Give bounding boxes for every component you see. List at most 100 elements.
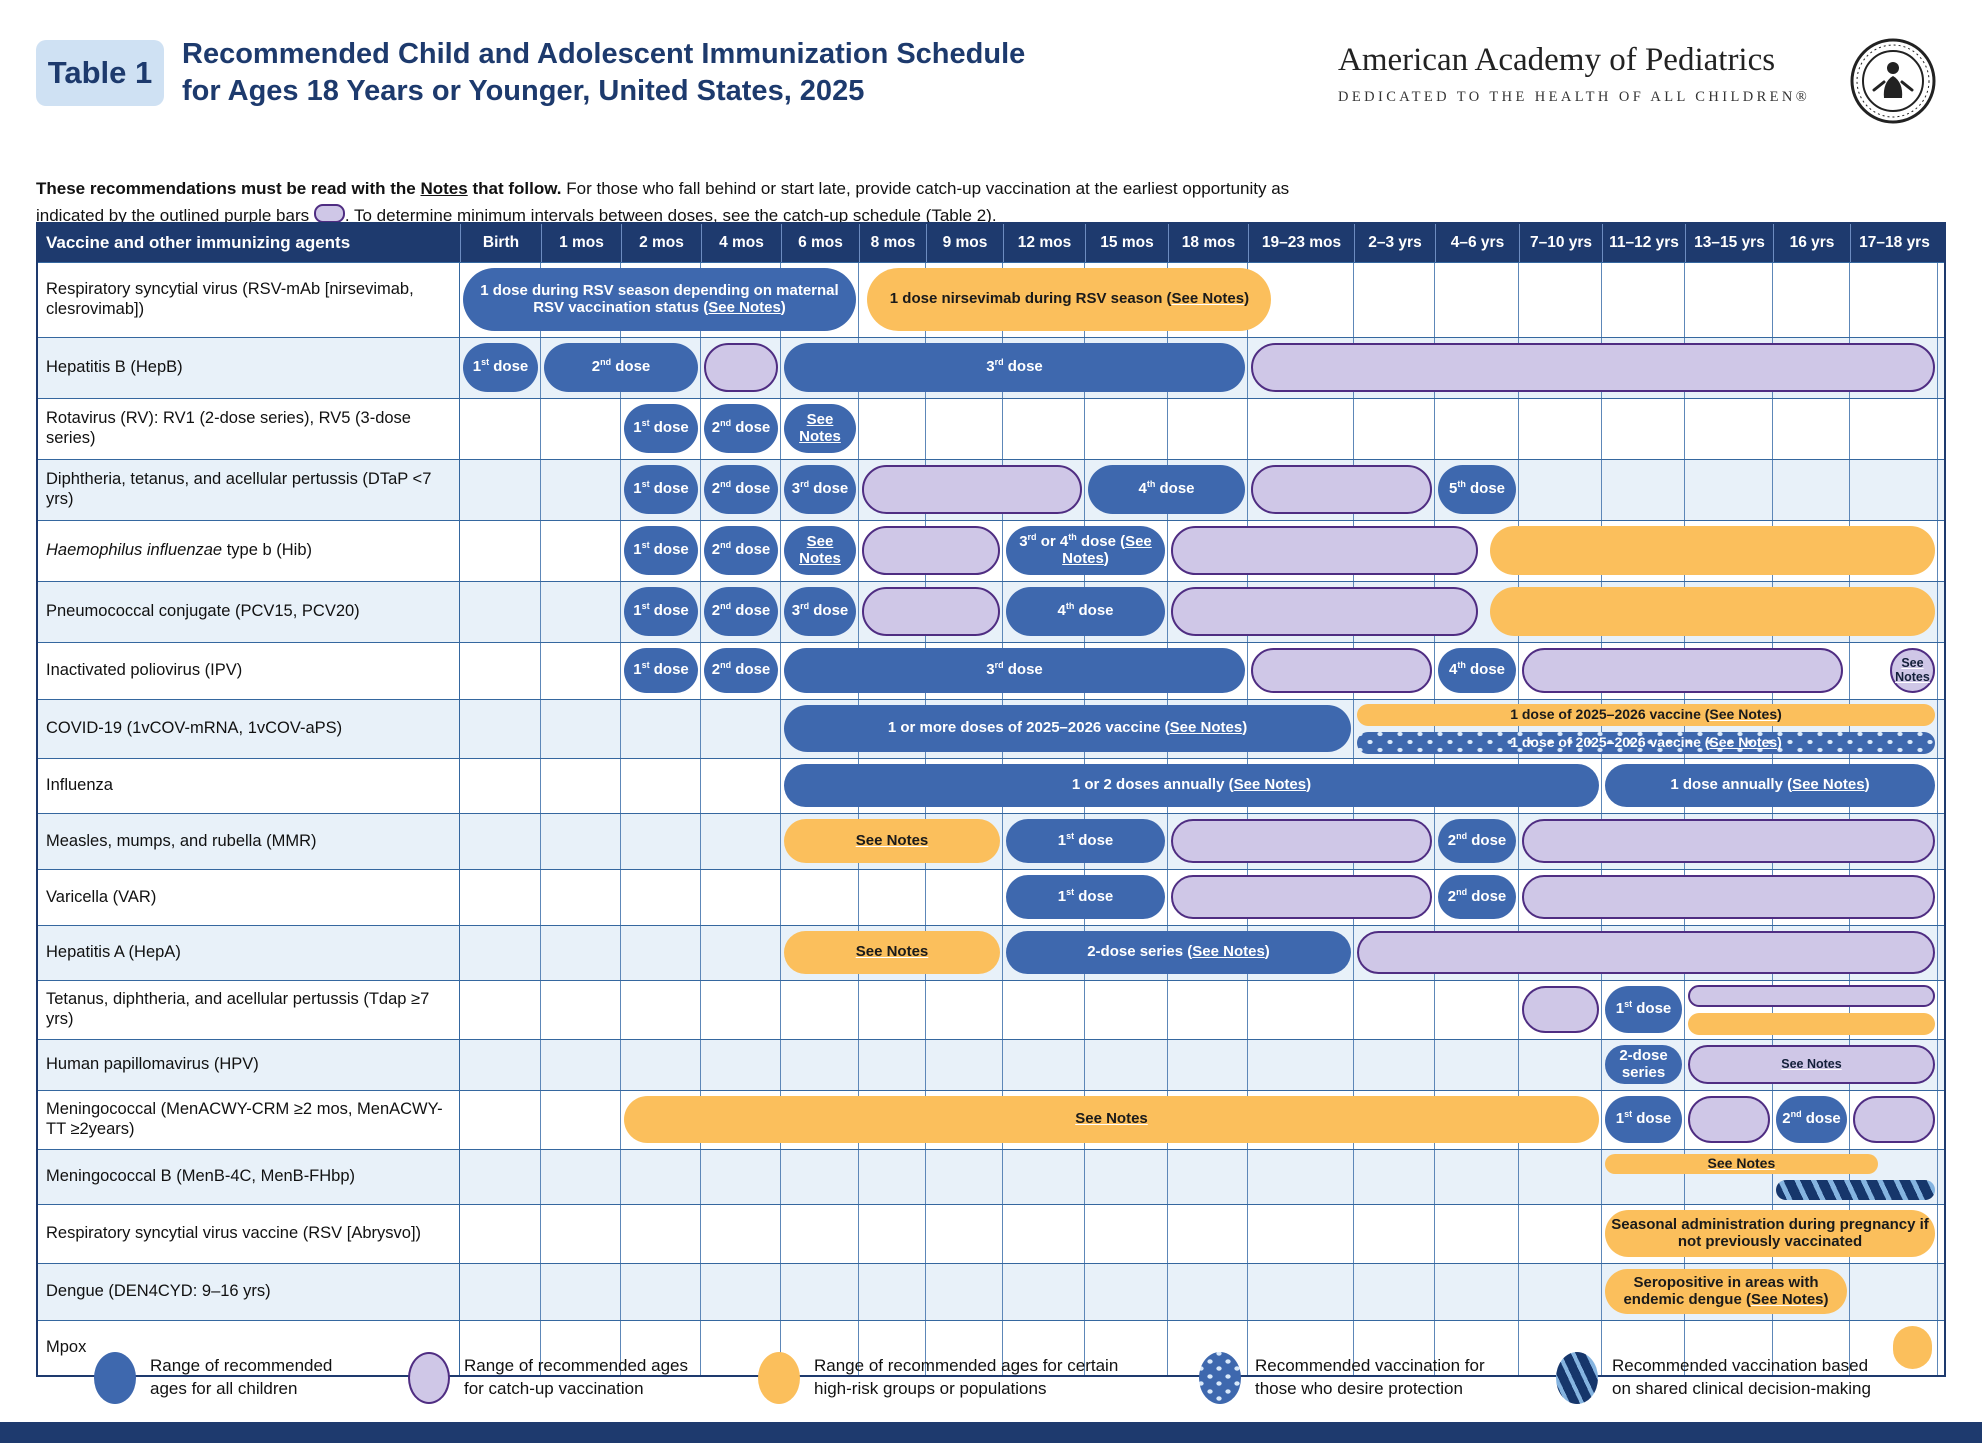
grid-cell — [1003, 1205, 1085, 1263]
text-segment: See Notes — [1075, 1110, 1148, 1128]
column-header-age-16-yrs: 16 yrs — [1773, 224, 1850, 262]
grid-cell — [781, 582, 859, 642]
grid-cell — [1850, 981, 1938, 1039]
aap-tagline: DEDICATED TO THE HEALTH OF ALL CHILDREN® — [1338, 89, 1811, 105]
grid-cell — [926, 1321, 1003, 1375]
grid-cell — [1435, 870, 1519, 925]
grid-cell — [460, 870, 541, 925]
grid-cell — [781, 1321, 859, 1375]
grid-cell — [1850, 700, 1938, 758]
grid-cell — [1168, 1150, 1248, 1204]
row-label-menacwy: Meningococcal (MenACWY-CRM ≥2 mos, MenAC… — [38, 1091, 460, 1149]
text-segment: See Notes — [799, 411, 841, 445]
grid-cell — [1168, 1040, 1248, 1090]
grid-cell — [621, 981, 701, 1039]
row-label-tdap: Tetanus, diphtheria, and acellular pertu… — [38, 981, 460, 1039]
catchup-bar — [1251, 648, 1432, 693]
grid-cell — [859, 981, 926, 1039]
grid-cell — [1354, 1150, 1435, 1204]
grid-cell — [1354, 814, 1435, 869]
dose-bar: 1st dose — [624, 587, 698, 636]
grid-cell — [1685, 263, 1773, 337]
grid-cell — [701, 1150, 781, 1204]
column-header-age-15-mos: 15 mos — [1085, 224, 1168, 262]
text-segment: dose — [1074, 887, 1114, 905]
legend-text-line: Recommended vaccination based — [1612, 1356, 1869, 1376]
text-segment: 1 — [1057, 831, 1067, 849]
grid-cell — [1850, 814, 1938, 869]
text-segment: Diphtheria, tetanus, and acellular pertu… — [46, 470, 432, 508]
text-segment: . To determine minimum intervals between… — [344, 206, 932, 226]
row-label-rotavirus: Rotavirus (RV): RV1 (2-dose series), RV5… — [38, 399, 460, 459]
grid-cell — [781, 1264, 859, 1320]
grid-cell — [460, 460, 541, 520]
text-segment: dose — [1465, 661, 1506, 679]
grid-cell — [781, 1040, 859, 1090]
text-segment: 1 — [472, 358, 482, 376]
text-segment: See Notes — [1171, 290, 1245, 308]
text-segment: ) — [1103, 549, 1109, 567]
column-header-age-11-12-yrs: 11–12 yrs — [1602, 224, 1685, 262]
grid-cell — [1168, 981, 1248, 1039]
text-segment: COVID-19 (1vCOV-mRNA, 1vCOV-aPS) — [46, 719, 343, 738]
grid-cell — [1003, 1150, 1085, 1204]
text-segment: Inactivated poliovirus (IPV) — [46, 661, 243, 680]
grid-cell — [460, 981, 541, 1039]
text-segment: Varicella (VAR) — [46, 887, 157, 906]
grid-cell — [460, 1264, 541, 1320]
grid-cell — [781, 1205, 859, 1263]
grid-cell — [781, 399, 859, 459]
grid-cell — [1850, 1150, 1938, 1204]
row-label-rsv-pregnancy: Respiratory syncytial virus vaccine (RSV… — [38, 1205, 460, 1263]
grid-cell — [460, 582, 541, 642]
text-segment: dose — [731, 419, 771, 437]
row-label-menb: Meningococcal B (MenB-4C, MenB-FHbp) — [38, 1150, 460, 1204]
dose-bar — [1688, 1013, 1935, 1035]
row-rsv-mab: Respiratory syncytial virus (RSV-mAb [ni… — [38, 262, 1944, 337]
grid-cell — [1435, 814, 1519, 869]
grid-cell — [621, 521, 701, 581]
column-header-age-birth: Birth — [460, 224, 541, 262]
grid-cell — [1354, 981, 1435, 1039]
legend-swatch-hatched-icon — [1556, 1352, 1598, 1404]
grid-cell — [1685, 1150, 1773, 1204]
row-label-hib: Haemophilus influenzae type b (Hib) — [38, 521, 460, 581]
row-rotavirus: Rotavirus (RV): RV1 (2-dose series), RV5… — [38, 398, 1944, 459]
column-header-age-19-23-mos: 19–23 mos — [1248, 224, 1354, 262]
grid-cell — [859, 1040, 926, 1090]
catchup-bar — [1522, 986, 1599, 1033]
dose-bar: See Notes — [784, 819, 1000, 863]
text-segment: 4 — [1448, 661, 1458, 679]
dose-bar: 1 or 2 doses annually (See Notes) — [784, 764, 1599, 807]
row-label-dengue: Dengue (DEN4CYD: 9–16 yrs) — [38, 1264, 460, 1320]
grid-cell — [1248, 1205, 1354, 1263]
grid-cell — [1354, 1321, 1435, 1375]
text-segment: st — [641, 418, 650, 429]
text-segment: Tetanus, diphtheria, and acellular pertu… — [46, 990, 430, 1028]
text-segment: st — [1066, 830, 1075, 841]
catchup-bar — [1688, 985, 1935, 1007]
grid-cell — [1435, 1040, 1519, 1090]
text-segment: 1 — [1615, 1110, 1625, 1128]
grid-cell — [859, 399, 926, 459]
text-segment: ) — [1242, 719, 1248, 737]
text-segment: 3 — [791, 602, 801, 620]
legend-text-line: on shared clinical decision-making — [1612, 1379, 1871, 1398]
grid-cell — [621, 1040, 701, 1090]
dose-bar: 1 dose during RSV season depending on ma… — [463, 268, 856, 331]
column-header-age-13-15-yrs: 13–15 yrs — [1685, 224, 1773, 262]
text-segment: nd — [720, 418, 732, 429]
grid-cell — [541, 700, 621, 758]
grid-cell — [1248, 926, 1354, 980]
grid-cell — [460, 521, 541, 581]
text-segment: Rotavirus (RV): RV1 (2-dose series), RV5… — [46, 409, 411, 447]
bar-zone: 1 or 2 doses annually (See Notes)1 dose … — [460, 759, 1938, 813]
text-segment: nd — [720, 660, 732, 671]
bar-zone — [460, 1321, 1938, 1375]
grid-cell — [1003, 460, 1085, 520]
grid-cell — [1003, 1040, 1085, 1090]
text-segment: dose — [1074, 831, 1114, 849]
